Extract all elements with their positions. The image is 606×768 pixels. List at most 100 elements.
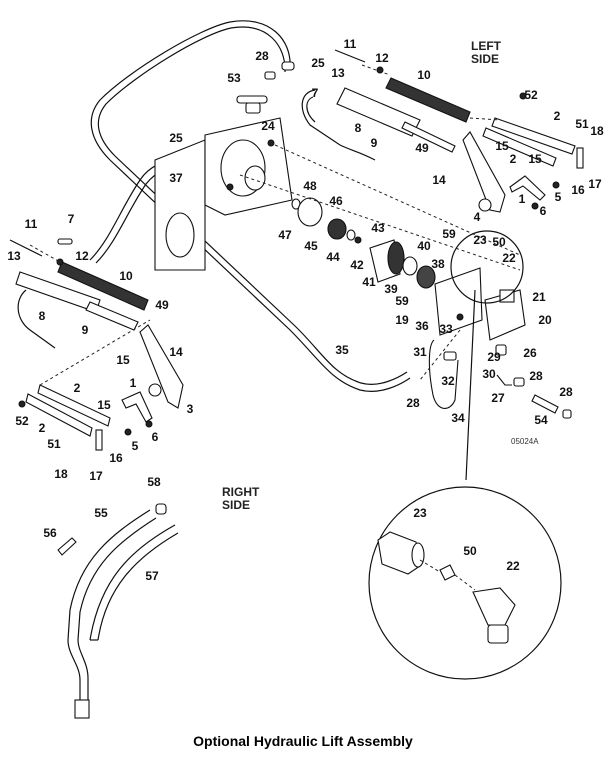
callout-9: 9 <box>81 323 89 337</box>
callout-52: 52 <box>15 414 29 428</box>
callout-30: 30 <box>482 367 496 381</box>
callout-22: 22 <box>502 251 516 265</box>
callout-6: 6 <box>539 204 547 218</box>
drawing-code: 05024A <box>511 437 539 446</box>
callout-51: 51 <box>47 437 61 451</box>
callout-19: 19 <box>395 313 409 327</box>
diagram-title: Optional Hydraulic Lift Assembly <box>193 733 413 749</box>
callout-34: 34 <box>451 411 465 425</box>
callout-3: 3 <box>186 402 194 416</box>
hydraulic-cylinder-right <box>9 238 149 349</box>
callout-32: 32 <box>441 374 455 388</box>
callout-33: 33 <box>439 322 453 336</box>
callout-55: 55 <box>94 506 108 520</box>
callout-15: 15 <box>97 398 111 412</box>
callout-51: 51 <box>575 117 589 131</box>
callout-28: 28 <box>255 49 269 63</box>
callout-17: 17 <box>588 177 602 191</box>
right-side-label-line2: SIDE <box>222 498 251 512</box>
callout-28: 28 <box>559 385 573 399</box>
callout-50: 50 <box>463 544 477 558</box>
callout-15: 15 <box>495 139 509 153</box>
callout-13: 13 <box>7 249 21 263</box>
lift-arms-left <box>462 92 584 213</box>
callout-47: 47 <box>278 228 292 242</box>
callout-7: 7 <box>67 212 75 226</box>
detail-leader-line <box>465 289 476 481</box>
callout-15: 15 <box>528 152 542 166</box>
callout-41: 41 <box>362 275 376 289</box>
callout-12: 12 <box>75 249 89 263</box>
callout-7: 7 <box>311 86 319 100</box>
callout-4: 4 <box>473 210 481 224</box>
callout-28: 28 <box>529 369 543 383</box>
callout-18: 18 <box>590 124 604 138</box>
lift-arms-right <box>18 324 184 451</box>
callout-49: 49 <box>415 141 429 155</box>
callout-21: 21 <box>532 290 546 304</box>
callout-36: 36 <box>415 319 429 333</box>
lift-handle <box>57 503 179 719</box>
callout-10: 10 <box>119 269 133 283</box>
callout-35: 35 <box>335 343 349 357</box>
callout-1: 1 <box>518 192 526 206</box>
callout-53: 53 <box>227 71 241 85</box>
callout-25: 25 <box>169 131 183 145</box>
right-side-label-line1: RIGHT <box>222 485 260 499</box>
assembly-lines <box>29 64 521 386</box>
callout-40: 40 <box>417 239 431 253</box>
callout-37: 37 <box>169 171 183 185</box>
callout-20: 20 <box>538 313 552 327</box>
callout-24: 24 <box>261 119 275 133</box>
callout-16: 16 <box>571 183 585 197</box>
callout-26: 26 <box>523 346 537 360</box>
callout-11: 11 <box>343 37 357 51</box>
callout-38: 38 <box>431 257 445 271</box>
detail-circle-small <box>450 230 524 304</box>
callout-14: 14 <box>169 345 183 359</box>
callout-59: 59 <box>395 294 409 308</box>
callout-42: 42 <box>350 258 364 272</box>
callout-59: 59 <box>442 227 456 241</box>
hydraulic-tube-loop-inner <box>97 26 408 385</box>
callout-45: 45 <box>304 239 318 253</box>
callout-31: 31 <box>413 345 427 359</box>
callout-16: 16 <box>109 451 123 465</box>
callout-17: 17 <box>89 469 103 483</box>
callout-5: 5 <box>131 439 139 453</box>
valve-assembly <box>428 267 572 419</box>
callout-54: 54 <box>534 413 548 427</box>
callout-29: 29 <box>487 350 501 364</box>
callout-11: 11 <box>24 217 38 231</box>
callout-27: 27 <box>491 391 505 405</box>
callout-43: 43 <box>371 221 385 235</box>
callout-49: 49 <box>155 298 169 312</box>
callout-22: 22 <box>506 559 520 573</box>
right-side-label: RIGHT SIDE <box>222 486 259 512</box>
callout-46: 46 <box>329 194 343 208</box>
callout-57: 57 <box>145 569 159 583</box>
callout-28: 28 <box>406 396 420 410</box>
callout-2: 2 <box>73 381 81 395</box>
left-side-label: LEFT SIDE <box>471 40 501 66</box>
callout-23: 23 <box>473 233 487 247</box>
callout-1: 1 <box>129 376 137 390</box>
callout-2: 2 <box>38 421 46 435</box>
callout-48: 48 <box>303 179 317 193</box>
callout-56: 56 <box>43 526 57 540</box>
callout-10: 10 <box>417 68 431 82</box>
callout-9: 9 <box>370 136 378 150</box>
callout-25: 25 <box>311 56 325 70</box>
callout-52: 52 <box>524 88 538 102</box>
callout-8: 8 <box>354 121 362 135</box>
callout-50: 50 <box>492 235 506 249</box>
callout-12: 12 <box>375 51 389 65</box>
hydraulic-tube-loop <box>90 20 411 392</box>
callout-23: 23 <box>413 506 427 520</box>
callout-6: 6 <box>151 430 159 444</box>
detail-fittings <box>377 531 516 644</box>
pump-components <box>291 197 436 289</box>
detail-circle-large <box>368 486 562 680</box>
